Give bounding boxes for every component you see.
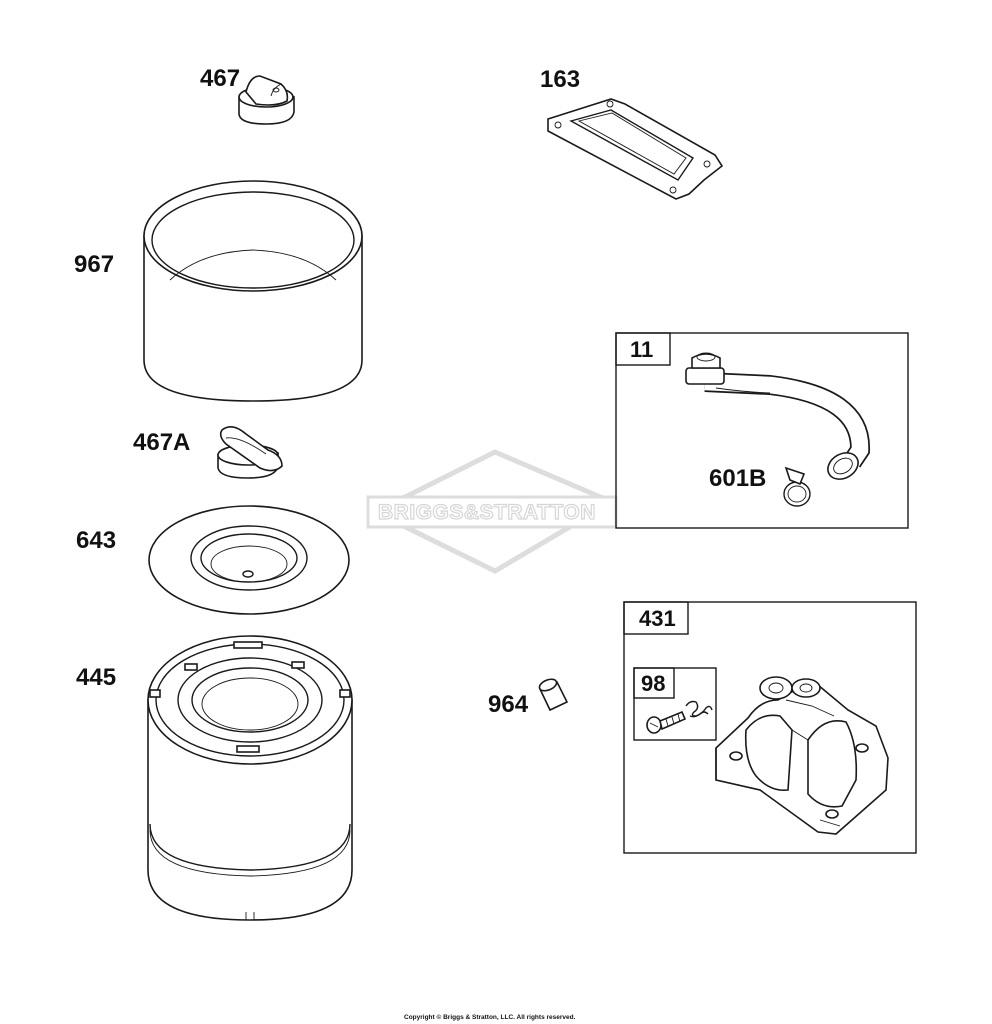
box-431 (623, 601, 917, 854)
box-11 (615, 332, 909, 529)
callout-601b: 601B (709, 465, 767, 492)
callout-163: 163 (540, 66, 581, 93)
callout-964: 964 (488, 691, 529, 718)
knob-467 (238, 75, 295, 125)
watermark-text: BRIGGS&STRATTON (377, 500, 596, 524)
box-label-431: 431 (639, 606, 676, 631)
precleaner-967 (143, 180, 363, 402)
breather-tube-11 (685, 352, 870, 480)
box-label-98: 98 (641, 671, 666, 696)
callout-467: 467 (200, 65, 241, 92)
clamp-601b (783, 466, 811, 507)
bushing-964 (538, 678, 569, 712)
screw-spring-98 (646, 700, 713, 734)
callout-967: 967 (74, 251, 115, 278)
wing-knob-467a (217, 426, 283, 479)
box-label-11: 11 (630, 337, 654, 362)
callout-445: 445 (76, 664, 117, 691)
callout-467a: 467A (133, 429, 191, 456)
callout-643: 643 (76, 527, 117, 554)
air-filter-445 (147, 635, 353, 921)
copyright-text: Copyright © Briggs & Stratton, LLC. All … (404, 1014, 576, 1021)
gasket-163 (547, 98, 724, 200)
carburetor-body-431 (715, 676, 889, 835)
base-plate-643 (148, 505, 350, 615)
